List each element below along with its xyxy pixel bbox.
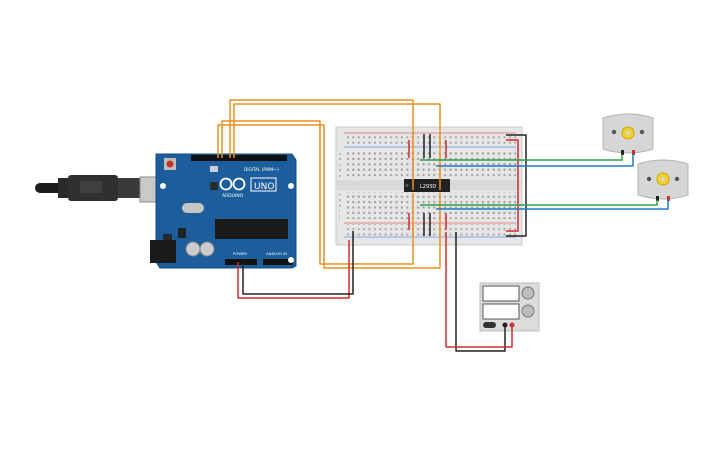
row-label-h: h: [339, 204, 341, 208]
analog-header[interactable]: [263, 259, 293, 265]
wire-black-arduino[interactable]: [242, 231, 354, 295]
digital-label: DIGITAL (PWM~): [244, 167, 279, 172]
power-supply[interactable]: [479, 282, 540, 332]
wire-blue-motor-1[interactable]: [436, 154, 634, 167]
wire-red-right[interactable]: [506, 139, 519, 232]
arduino-logo-icon: [219, 177, 246, 191]
row-label-e: e: [339, 174, 341, 178]
arduino-uno-board[interactable]: DIGITAL (PWM~) ARDUINO UNO POWER ANALOG …: [150, 153, 297, 269]
wire-orange-3[interactable]: [221, 120, 414, 265]
wire-green-motor-1[interactable]: [420, 154, 623, 161]
current-display: [482, 303, 520, 320]
row-label-d: d: [339, 168, 341, 172]
power-jack[interactable]: [150, 240, 176, 263]
row-label-g: g: [339, 198, 341, 202]
power-label: POWER: [233, 251, 247, 256]
wire-red-arduino[interactable]: [237, 240, 350, 299]
usb-cable[interactable]: [35, 175, 169, 203]
l293d-chip[interactable]: L293D: [404, 179, 450, 192]
wire-green-motor-2[interactable]: [420, 200, 658, 206]
analog-label: ANALOG IN: [266, 251, 287, 256]
row-label-a: a: [339, 152, 341, 156]
wire-red-supply[interactable]: [445, 232, 513, 348]
row-label-c: c: [339, 163, 341, 167]
model-label: UNO: [254, 182, 274, 192]
row-label-i: i: [339, 209, 340, 213]
atmega-chip: [215, 219, 288, 239]
row-label-b: b: [339, 157, 342, 161]
power-header[interactable]: [225, 259, 257, 265]
wire-black-supply[interactable]: [455, 232, 506, 352]
dc-motor-1[interactable]: [602, 113, 654, 155]
dc-motor-2[interactable]: [637, 159, 689, 201]
row-label-j: j: [338, 215, 340, 219]
power-switch[interactable]: [483, 322, 496, 328]
wire-orange-4[interactable]: [217, 124, 441, 269]
row-label-f: f: [339, 193, 341, 197]
voltage-display: [482, 285, 520, 302]
wire-orange-1[interactable]: [229, 99, 414, 190]
wire-orange-2[interactable]: [233, 103, 441, 190]
digital-header[interactable]: [191, 155, 287, 161]
wires: [217, 99, 669, 352]
chip-label: L293D: [420, 184, 436, 190]
brand-label: ARDUINO: [222, 193, 244, 199]
wire-black-right[interactable]: [506, 134, 527, 237]
wire-blue-motor-2[interactable]: [436, 200, 669, 210]
voltage-knob[interactable]: [521, 286, 535, 300]
current-knob[interactable]: [521, 304, 535, 318]
